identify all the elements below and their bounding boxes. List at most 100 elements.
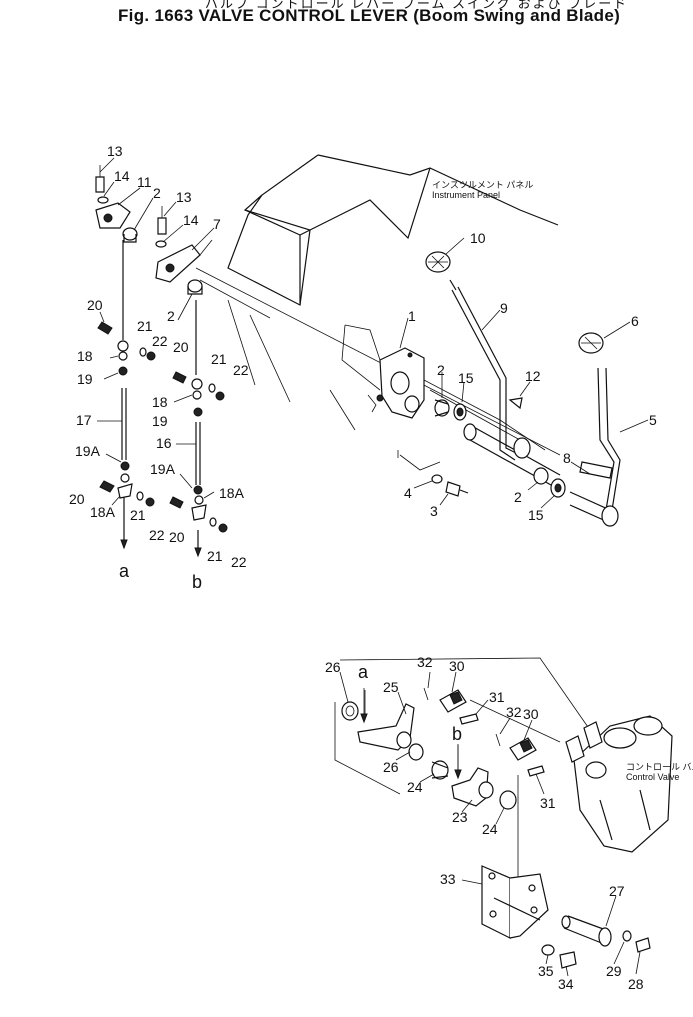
callout-22: 22 [233,362,249,378]
callout-28: 28 [628,976,644,992]
knob-part-6 [578,332,604,354]
callout-15: 15 [458,370,474,386]
nut-part-19-right [193,407,203,417]
callout-20: 20 [87,297,103,313]
callout-3: 3 [430,503,438,519]
callout-23: 23 [452,809,468,825]
pin-part-31-lower [527,765,545,777]
washer-part-21-right-lower [209,517,217,527]
callout-26: 26 [325,659,341,675]
callout-32: 32 [506,704,522,720]
instrument-panel-label: Instrument Panel [432,190,500,200]
callout-25: 25 [383,679,399,695]
callout-29: 29 [606,963,622,979]
callout-19A: 19A [150,461,176,477]
bolt-part-20-right-upper [172,371,187,384]
callout-22: 22 [231,554,247,570]
lever-part-5 [569,367,621,527]
callout-33: 33 [440,871,456,887]
connector-label-b-lower: b [452,724,462,744]
clamp-part-11 [95,202,131,229]
lever-arm-part-7 [155,239,213,283]
bolt-part-20-right-lower [169,496,184,509]
callout-19: 19 [152,413,168,429]
callout-2: 2 [437,362,445,378]
washer-part-29 [622,930,632,942]
callout-32: 32 [417,654,433,670]
bolt-part-13-left [95,165,105,193]
callout-19: 19 [77,371,93,387]
callout-26: 26 [383,759,399,775]
leader-lines [97,157,649,977]
knob-part-10 [425,251,457,291]
pin-part-31-upper [459,713,479,725]
callout-7: 7 [213,216,221,232]
callout-13: 13 [176,189,192,205]
callout-21: 21 [207,548,223,564]
bushing-part-2-lower [533,467,549,485]
bushing-part-26-lower [408,743,424,761]
lever-part-25 [357,703,415,751]
callout-14: 14 [114,168,130,184]
callout-18: 18 [77,348,93,364]
nut-part-22-right-upper [215,391,225,401]
callout-2: 2 [514,489,522,505]
bushing-part-24-lower [499,790,517,810]
washer-part-15-upper [453,403,467,421]
callout-17: 17 [76,412,92,428]
bolt-part-28 [635,937,651,953]
callout-18A: 18A [90,504,116,520]
bolt-part-3 [445,481,469,497]
washer-part-35 [541,944,555,956]
bracket-part-1 [341,324,546,451]
callout-34: 34 [558,976,574,992]
washer-part-21-left-lower [136,491,144,501]
callout-4: 4 [404,485,412,501]
ball-joint-part-18-left [117,340,129,361]
connector-arrow-a-upper [120,520,128,550]
pin-part-12 [508,397,523,410]
bushing-part-24-upper [431,760,449,780]
callout-8: 8 [563,450,571,466]
nut-part-19-left [118,366,128,376]
bushing-part-2-upper [434,399,450,417]
callout-30: 30 [523,706,539,722]
callout-1: 1 [408,308,416,324]
shaft-part-27 [561,915,612,947]
callout-21: 21 [130,507,146,523]
clip-part-30-upper [439,689,467,713]
callout-10: 10 [470,230,486,246]
clip-part-30-lower [509,737,537,761]
washer-part-21-left-upper [139,347,147,357]
bushing-part-2-left [122,227,138,243]
callout-5: 5 [649,412,657,428]
bolt-part-20-left-lower [99,480,115,493]
callout-16: 16 [156,435,172,451]
connector-arrow-b-lower [454,744,462,780]
nut-part-22-right-lower [218,523,228,533]
callout-18A: 18A [219,485,245,501]
callout-12: 12 [525,368,541,384]
connector-arrow-a-lower [360,688,368,724]
lower-assembly-frame [334,657,591,880]
ball-joint-part-18A-left [117,473,133,499]
bolt-part-13-right [157,206,167,235]
connector-label-a-upper: a [119,561,130,581]
callout-20: 20 [69,491,85,507]
connector-label-b-upper: b [192,572,202,592]
washer-part-4 [431,474,443,484]
control-valve-jp-label: コントロール バルブ [626,761,693,772]
cotter-pin-part-32-upper [423,687,429,701]
callout-24: 24 [407,779,423,795]
callout-11: 11 [137,174,152,190]
callout-27: 27 [609,883,625,899]
callout-22: 22 [149,527,165,543]
bracket-part-33 [481,865,549,939]
control-valve-label: Control Valve [626,772,679,782]
callout-35: 35 [538,963,554,979]
callout-20: 20 [173,339,189,355]
connector-label-a-lower: a [358,662,369,682]
nut-part-19A-right [193,485,203,495]
callout-30: 30 [449,658,465,674]
